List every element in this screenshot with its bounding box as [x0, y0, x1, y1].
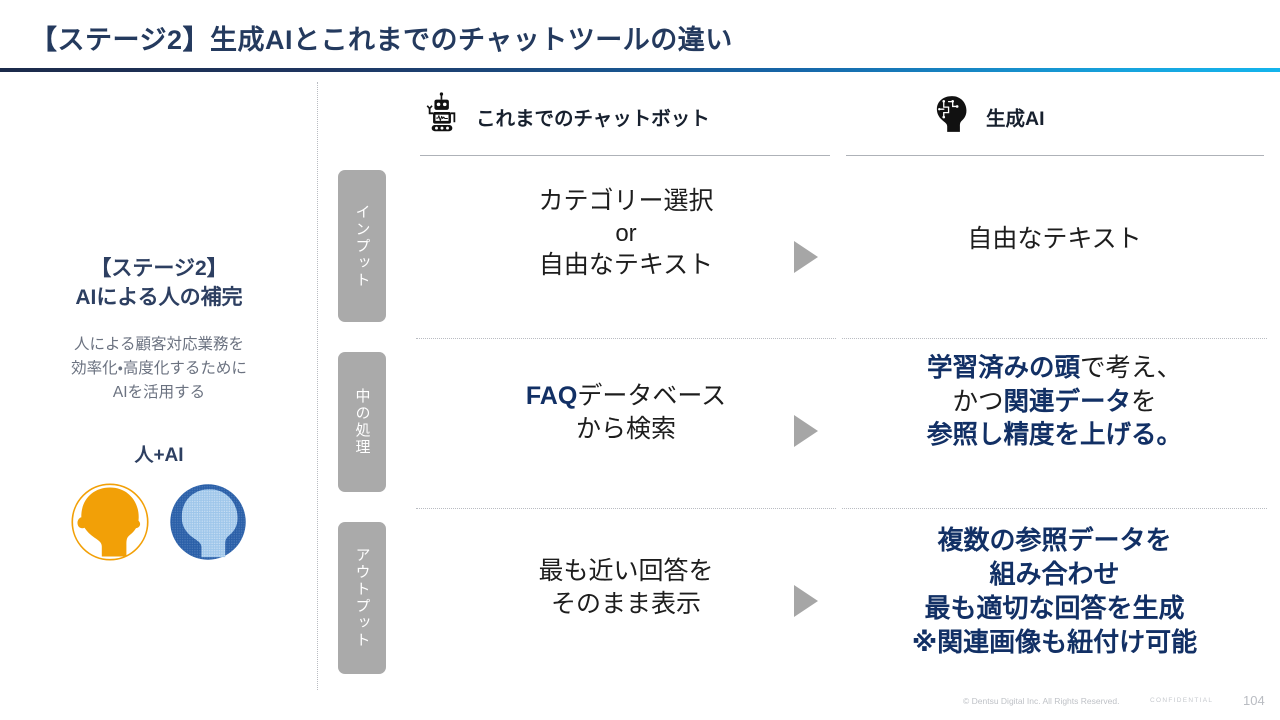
row-label-input: インプット	[338, 170, 386, 322]
cell-row1-chatbot-line3: 自由なテキスト	[538, 250, 714, 279]
cell-row3-genai-line1: 複数の参照データを	[937, 525, 1172, 555]
comparison-area: これまでのチャットボット	[330, 80, 1280, 680]
ai-head-icon	[167, 481, 249, 563]
avatar-group	[0, 472, 318, 572]
cell-row2-chatbot-line1: FAQデータベース	[416, 380, 836, 413]
cell-row1-genai: 自由なテキスト	[842, 223, 1267, 256]
left-summary-panel: 【ステージ2】 AIによる人の補完 人による顧客対応業務を 効率化・高度化するた…	[0, 80, 318, 680]
cell-row3-chatbot-line2: そのまま表示	[550, 589, 701, 618]
stage-description-line3: AIを活用する	[112, 384, 206, 402]
column-header-chatbot: これまでのチャットボット	[420, 90, 840, 148]
cell-row2-genai-line1-emphasis: 学習済みの頭	[926, 354, 1080, 382]
robot-icon	[420, 92, 464, 136]
cell-row3-genai-line2: 組み合わせ	[989, 559, 1120, 590]
stage-description-line2: 効率化・高度化するために	[71, 360, 247, 378]
cell-row2-genai-line2-emphasis: 関連データ	[1003, 387, 1131, 416]
cell-row3-genai-line4: ※関連画像も紐付け可能	[911, 627, 1198, 658]
cell-row3-chatbot-line1: 最も近い回答を	[538, 557, 714, 585]
cell-row2-chatbot-line1-emphasis: FAQ	[525, 382, 578, 410]
right-triangle-icon-row2	[794, 415, 818, 447]
row-divider-2-right	[842, 508, 1267, 509]
cell-row2-genai-line2: かつ関連データを	[842, 386, 1267, 420]
stage-heading: 【ステージ2】 AIによる人の補完	[0, 255, 318, 313]
brain-head-icon	[930, 92, 974, 136]
cell-row2-genai: 学習済みの頭で考え、 かつ関連データを 参照し精度を上げる。	[842, 352, 1267, 453]
cell-row2-genai-line1: 学習済みの頭で考え、	[842, 352, 1267, 386]
cell-row1-chatbot-line1: カテゴリー選択	[538, 187, 714, 215]
column-header-rule-left	[420, 155, 830, 156]
cell-row1-chatbot: カテゴリー選択 or 自由なテキスト	[416, 185, 836, 281]
row-divider-2-left	[416, 508, 836, 509]
cell-row3-chatbot: 最も近い回答を そのまま表示	[416, 555, 836, 620]
human-plus-ai-label: 人+AI	[134, 445, 184, 466]
row-divider-1-right	[842, 338, 1267, 339]
stage-description: 人による顧客対応業務を 効率化・高度化するために AIを活用する	[0, 333, 318, 405]
column-header-genai: 生成AI	[930, 90, 1280, 148]
title-underline-rule	[0, 68, 1280, 72]
row-label-processing: 中の処理	[338, 352, 386, 492]
slide-footer: © Dentsu Digital Inc. All Rights Reserve…	[0, 693, 1280, 720]
column-header-chatbot-label: これまでのチャットボット	[476, 108, 710, 130]
confidential-label: CONFIDENTIAL	[1150, 697, 1214, 704]
cell-row2-genai-line2-pre: かつ	[952, 387, 1004, 416]
column-header-genai-label: 生成AI	[986, 108, 1045, 130]
cell-row2-chatbot-line2: から検索	[575, 414, 676, 443]
right-triangle-icon-row1	[794, 241, 818, 273]
stage-description-line1: 人による顧客対応業務を	[73, 336, 245, 353]
column-header-rule-right	[846, 155, 1264, 156]
panel-vertical-divider	[317, 82, 318, 690]
cell-row2-genai-line1-rest: で考え、	[1080, 354, 1183, 382]
row-label-output: アウトプット	[338, 522, 386, 674]
cell-row1-chatbot-line2: or	[615, 219, 637, 247]
cell-row2-genai-line3: 参照し精度を上げる。	[926, 421, 1182, 450]
cell-row2-genai-line2-post: を	[1131, 387, 1157, 416]
cell-row1-genai-line1: 自由なテキスト	[967, 225, 1142, 253]
right-triangle-icon-row3	[794, 585, 818, 617]
cell-row2-chatbot: FAQデータベース から検索	[416, 380, 836, 445]
row-divider-1-left	[416, 338, 836, 339]
human-head-icon	[69, 481, 151, 563]
cell-row3-genai-line3: 最も適切な回答を生成	[924, 593, 1185, 624]
page-number: 104	[1243, 693, 1265, 708]
cell-row2-chatbot-line1-rest: データベース	[577, 382, 727, 410]
page-title: 【ステージ2】生成AIとこれまでのチャットツールの違い	[30, 25, 733, 55]
stage-heading-line1: 【ステージ2】	[90, 257, 228, 280]
copyright-text: © Dentsu Digital Inc. All Rights Reserve…	[963, 696, 1120, 706]
cell-row3-genai: 複数の参照データを 組み合わせ 最も適切な回答を生成 ※関連画像も紐付け可能	[842, 523, 1267, 659]
stage-heading-line2: AIによる人の補完	[75, 285, 243, 309]
